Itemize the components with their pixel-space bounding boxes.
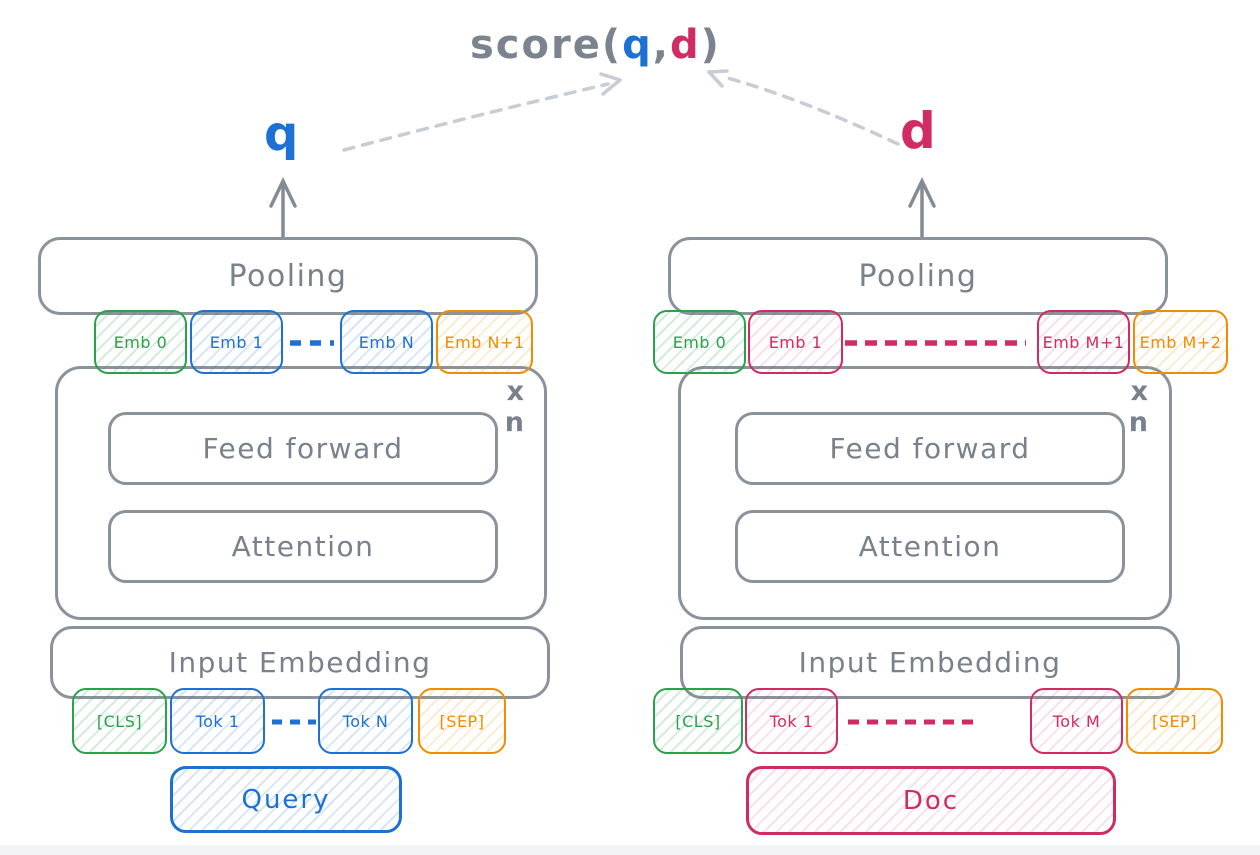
score-prefix: score( — [470, 22, 623, 68]
left-emb-sep-chip: Emb N+1 — [436, 310, 533, 374]
left-cls-token-chip: [CLS] — [72, 688, 167, 754]
left-pooling-box: Pooling — [38, 237, 538, 315]
right-tok-first-chip: Tok 1 — [745, 688, 838, 754]
right-encoder-block — [678, 366, 1172, 620]
score-d: d — [669, 22, 701, 68]
d-to-score-dashed-arrow — [707, 69, 900, 146]
right-emb-sep-chip: Emb M+2 — [1133, 310, 1228, 374]
left-tok-last-chip: Tok N — [318, 688, 413, 754]
doc-vector-label: d — [900, 102, 936, 160]
left-feed-forward-label: Feed forward — [202, 432, 404, 465]
right-pooling-label: Pooling — [858, 258, 978, 294]
right-attention-label: Attention — [858, 530, 1002, 563]
query-input-box: Query — [170, 766, 402, 833]
left-input-embedding-label: Input Embedding — [168, 646, 432, 679]
right-sep-token-chip: [SEP] — [1126, 688, 1223, 754]
left-emb-last-chip: Emb N — [340, 310, 433, 374]
right-attention-box: Attention — [735, 510, 1125, 583]
right-tok-first-label: Tok 1 — [769, 711, 814, 731]
query-input-label: Query — [241, 784, 331, 815]
left-output-arrow — [269, 176, 297, 239]
right-output-arrow — [908, 176, 936, 239]
right-pooling-box: Pooling — [668, 237, 1168, 315]
left-pooling-label: Pooling — [228, 258, 348, 294]
score-suffix: ) — [700, 22, 721, 68]
score-q: q — [622, 22, 653, 68]
doc-input-label: Doc — [902, 785, 960, 816]
left-emb-sep-label: Emb N+1 — [444, 332, 525, 352]
q-to-score-dashed-arrow — [342, 72, 622, 152]
doc-input-box: Doc — [746, 766, 1116, 835]
score-expression: score(q,d) — [470, 22, 721, 68]
right-emb-sep-label: Emb M+2 — [1139, 332, 1222, 352]
left-cls-token-label: [CLS] — [96, 711, 143, 731]
left-tok-first-label: Tok 1 — [195, 711, 240, 731]
left-emb-first-chip: Emb 1 — [190, 310, 283, 374]
score-comma: , — [652, 22, 670, 68]
left-attention-label: Attention — [231, 530, 375, 563]
left-tok-last-label: Tok N — [342, 711, 389, 731]
right-sep-token-label: [SEP] — [1152, 711, 1197, 731]
left-input-embedding-box: Input Embedding — [50, 626, 550, 699]
right-input-embedding-label: Input Embedding — [798, 646, 1062, 679]
left-attention-box: Attention — [108, 510, 498, 583]
right-emb-last-chip: Emb M+1 — [1037, 310, 1130, 374]
right-emb-cls-label: Emb 0 — [672, 332, 727, 352]
left-sep-token-label: [SEP] — [439, 711, 485, 731]
right-feed-forward-label: Feed forward — [829, 432, 1031, 465]
right-cls-token-chip: [CLS] — [653, 688, 743, 754]
right-cls-token-label: [CLS] — [675, 711, 721, 731]
right-emb-cls-chip: Emb 0 — [653, 310, 746, 374]
right-tok-last-chip: Tok M — [1030, 688, 1123, 754]
left-repeat-label: x n — [504, 376, 532, 438]
left-emb-cls-label: Emb 0 — [113, 332, 168, 352]
window-bottom-edge — [0, 845, 1260, 855]
query-vector-label: q — [264, 106, 299, 162]
right-emb-last-label: Emb M+1 — [1042, 332, 1125, 352]
left-emb-last-label: Emb N — [358, 332, 415, 352]
left-emb-first-label: Emb 1 — [209, 332, 264, 352]
left-encoder-block — [55, 366, 547, 620]
left-feed-forward-box: Feed forward — [108, 412, 498, 485]
right-repeat-label: x n — [1128, 376, 1156, 438]
left-tok-first-chip: Tok 1 — [170, 688, 265, 754]
right-input-embedding-box: Input Embedding — [680, 626, 1180, 699]
left-sep-token-chip: [SEP] — [418, 688, 506, 754]
right-tok-last-label: Tok M — [1052, 711, 1101, 731]
right-emb-first-label: Emb 1 — [768, 332, 823, 352]
right-emb-first-chip: Emb 1 — [748, 310, 843, 374]
right-feed-forward-box: Feed forward — [735, 412, 1125, 485]
left-emb-cls-chip: Emb 0 — [94, 310, 187, 374]
